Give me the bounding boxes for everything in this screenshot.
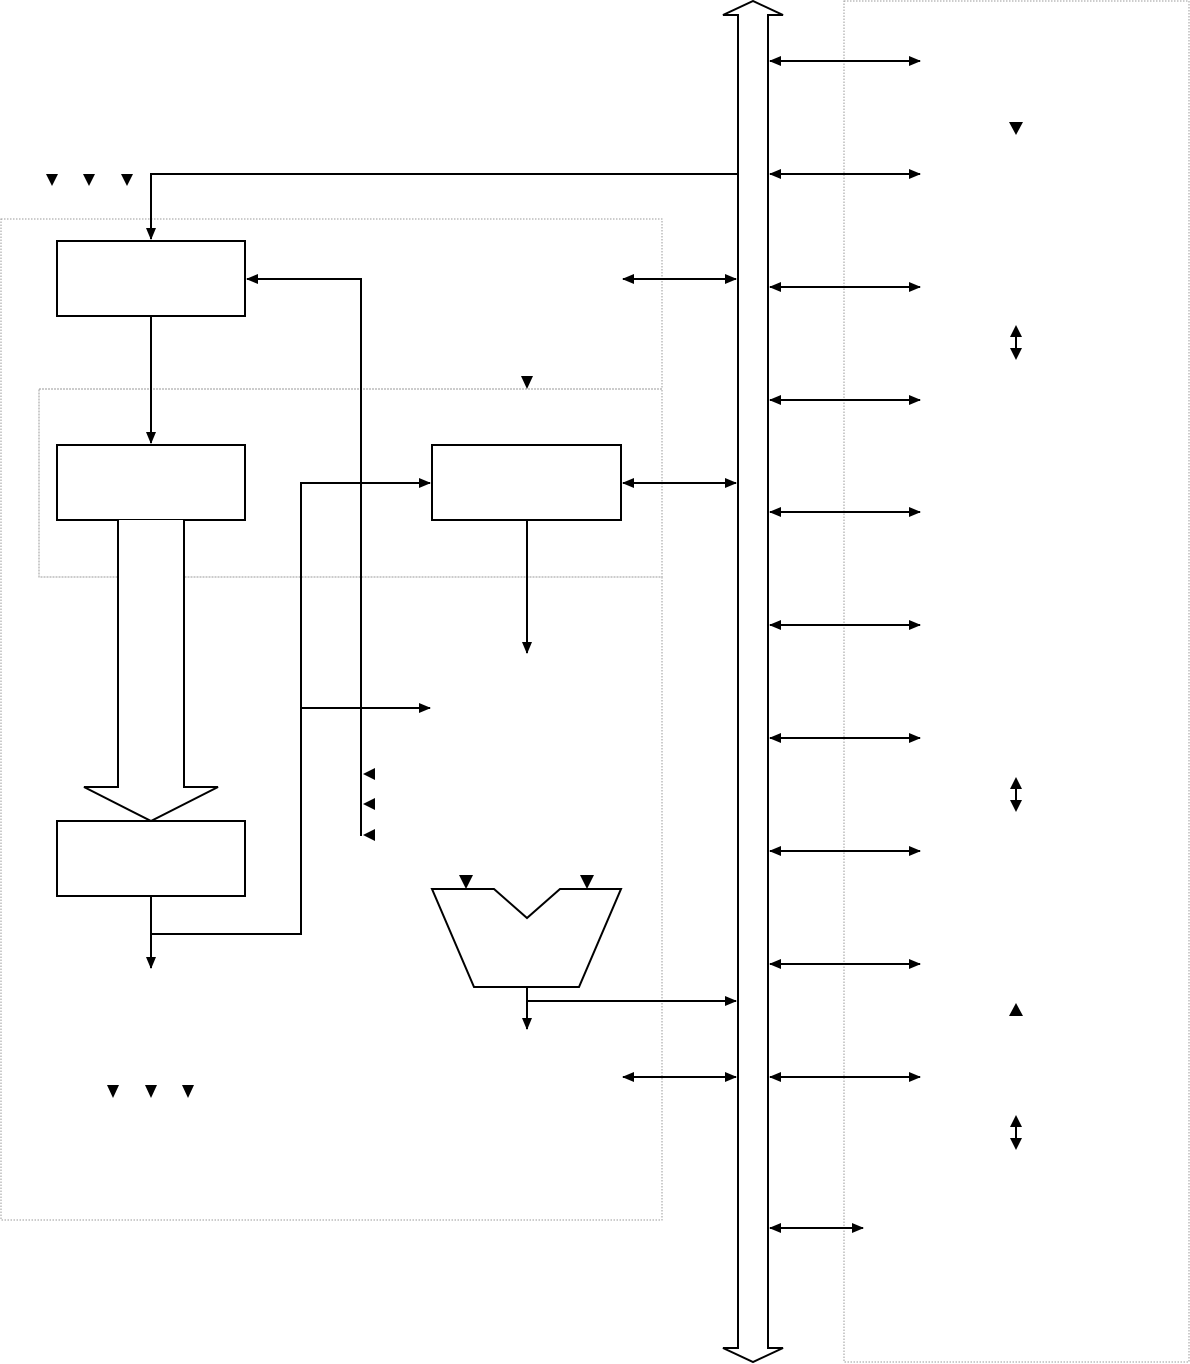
up-down-arrow-icon: [1010, 1115, 1022, 1150]
up-down-arrow-icon: [1010, 325, 1022, 360]
down-triangle-icon: [121, 174, 133, 186]
bus-to-block-a: [146, 173, 738, 240]
down-triangle-icon: [1009, 122, 1023, 135]
block-a: [56, 240, 246, 317]
left-upper-region: [0, 218, 663, 1221]
left-triangle-icon: [363, 768, 375, 780]
functional-blocks: [56, 240, 623, 988]
down-triangle-icon: [83, 174, 95, 186]
down-triangle-icon: [46, 174, 58, 186]
up-triangle-icon: [1009, 1003, 1023, 1016]
down-triangle-icon: [145, 1085, 157, 1098]
block-d: [431, 444, 622, 521]
left-triangle-icon: [363, 798, 375, 810]
down-triangle-icon: [182, 1085, 194, 1098]
up-down-arrow-icon: [1010, 777, 1022, 812]
alu-trapezoid: [430, 888, 623, 988]
down-triangle-icon: [107, 1085, 119, 1098]
wide-data-path: [83, 520, 219, 823]
down-triangle-icon: [459, 875, 473, 889]
feedback-to-block-a: [246, 274, 362, 836]
left-triangle-icon: [363, 829, 375, 841]
down-triangle-icon: [580, 875, 594, 889]
connections: [146, 56, 921, 1233]
glyph-markers: [46, 122, 1023, 1150]
system-bus: [722, 0, 784, 1364]
right-peripheral-region: [843, 0, 1190, 1363]
down-triangle-icon: [521, 376, 533, 389]
block-b: [56, 444, 246, 521]
bus-double-arrow: [722, 0, 784, 1364]
block-c: [56, 820, 246, 897]
wide-down-arrow: [83, 520, 219, 823]
